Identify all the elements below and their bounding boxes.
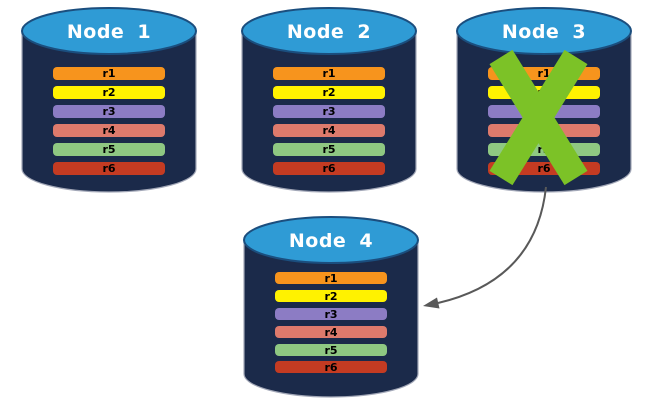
node-label: Node 3 bbox=[502, 21, 586, 43]
row-r6 bbox=[275, 361, 387, 373]
node-label: Node 2 bbox=[287, 21, 371, 43]
row-r2 bbox=[53, 86, 165, 99]
cylinder-top bbox=[243, 216, 419, 264]
row-r3 bbox=[275, 308, 387, 320]
row-r5 bbox=[275, 344, 387, 356]
row-label: r1 bbox=[322, 67, 335, 80]
row-label: r4 bbox=[324, 326, 337, 339]
row-label: r6 bbox=[102, 162, 115, 175]
row-r5 bbox=[53, 143, 165, 156]
row-label: r3 bbox=[322, 105, 335, 118]
row-label: r5 bbox=[102, 143, 115, 156]
node-4: Node 4 r1 r2 r3 r4 r5 r6 bbox=[243, 216, 419, 398]
node-2: Node 2 r1 r2 r3 r4 r5 r6 bbox=[241, 7, 417, 193]
arrow-curve bbox=[437, 186, 547, 304]
row-label: r6 bbox=[537, 162, 550, 175]
row-label: r4 bbox=[322, 124, 335, 137]
row-r2 bbox=[275, 290, 387, 302]
row-r4 bbox=[275, 326, 387, 338]
row-r1 bbox=[53, 67, 165, 80]
row-r1 bbox=[275, 272, 387, 284]
row-r5 bbox=[273, 143, 385, 156]
row-label: r2 bbox=[102, 86, 115, 99]
row-r3 bbox=[273, 105, 385, 118]
row-label: r2 bbox=[324, 290, 337, 303]
row-label: r4 bbox=[102, 124, 115, 137]
row-label: r5 bbox=[322, 143, 335, 156]
row-r4 bbox=[53, 124, 165, 137]
node-1: Node 1 r1 r2 r3 r4 r5 r6 bbox=[21, 7, 197, 193]
node-label: Node 1 bbox=[67, 21, 151, 43]
cylinder-top bbox=[241, 7, 417, 55]
row-r4 bbox=[273, 124, 385, 137]
row-label: r1 bbox=[324, 272, 337, 285]
failure-x-icon bbox=[489, 49, 588, 186]
row-label: r3 bbox=[324, 308, 337, 321]
row-label: r5 bbox=[324, 344, 337, 357]
cylinder-top bbox=[21, 7, 197, 55]
row-label: r6 bbox=[324, 361, 337, 374]
arrowhead-icon bbox=[423, 297, 440, 309]
row-r1 bbox=[273, 67, 385, 80]
row-label: r3 bbox=[102, 105, 115, 118]
cylinder-top bbox=[456, 7, 632, 55]
x-stroke-2 bbox=[489, 49, 588, 186]
row-r6 bbox=[273, 162, 385, 175]
row-label: r2 bbox=[322, 86, 335, 99]
row-label: r1 bbox=[537, 67, 550, 80]
row-label: r6 bbox=[322, 162, 335, 175]
node-3: Node 3 r1 r2 r3 r4 r5 r6 bbox=[456, 7, 632, 193]
row-label: r1 bbox=[102, 67, 115, 80]
row-r6 bbox=[53, 162, 165, 175]
row-r2 bbox=[273, 86, 385, 99]
node-label: Node 4 bbox=[289, 230, 373, 252]
replication-arrow bbox=[423, 186, 547, 309]
row-r3 bbox=[53, 105, 165, 118]
